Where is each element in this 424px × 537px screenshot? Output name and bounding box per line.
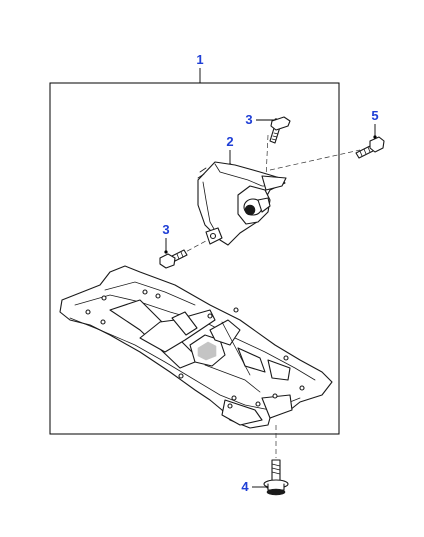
callout-5[interactable]: 5 <box>371 108 379 139</box>
callout-1[interactable]: 1 <box>196 52 204 83</box>
callout-label-4: 4 <box>241 479 249 494</box>
bolt-4-bottom[interactable] <box>263 459 289 496</box>
callout-label-5: 5 <box>371 108 378 123</box>
callout-3-lower[interactable]: 3 <box>162 222 170 254</box>
bolt-3-upper[interactable] <box>269 116 291 144</box>
crossmember[interactable] <box>59 265 333 429</box>
bolt-5-right[interactable] <box>355 136 385 159</box>
assembly-frame <box>49 82 340 435</box>
callout-label-1: 1 <box>196 52 203 67</box>
engine-mount-2[interactable] <box>197 161 287 246</box>
bolt-3-lower[interactable] <box>159 249 188 269</box>
callout-2[interactable]: 2 <box>226 134 234 167</box>
callout-label-3-upper: 3 <box>245 112 252 127</box>
callout-label-3-lower: 3 <box>162 222 169 237</box>
callout-label-2: 2 <box>226 134 233 149</box>
